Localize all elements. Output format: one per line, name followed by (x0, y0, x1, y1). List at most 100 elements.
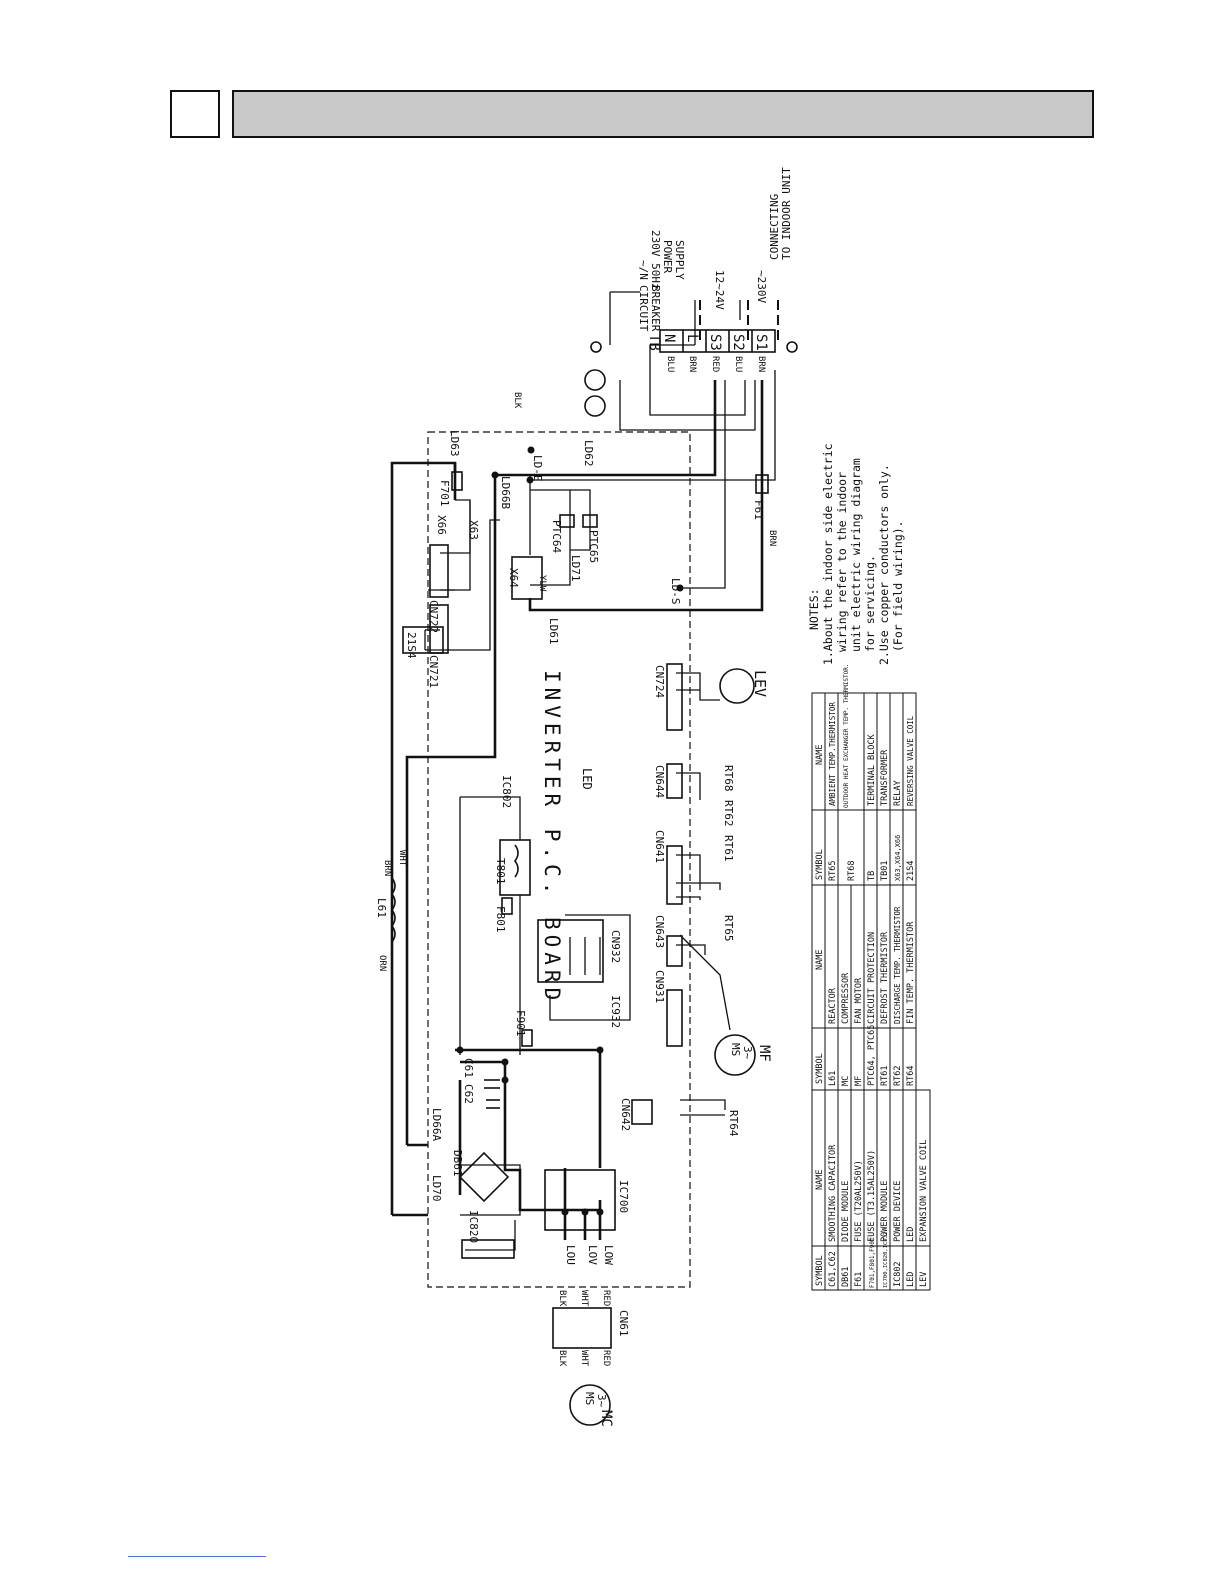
ref-lde: LD-E (531, 455, 544, 482)
compressor-motor (569, 1384, 611, 1426)
ref-c62: C62 (462, 1084, 475, 1104)
section-title-bar (232, 90, 1094, 138)
component-labels: LD63 LD62 LD66B LD-E F701 F61 X66 X63 X6… (375, 430, 772, 1427)
footer-link-underline (128, 1556, 266, 1557)
power-supply-labels: ~/N 230V 50Hz POWER SUPPLY CIRCUIT BREAK… (637, 167, 793, 332)
f801-fuse (501, 897, 513, 915)
ref-lds: LD-S (669, 578, 682, 605)
wire-blk-2: BLK (557, 1350, 567, 1367)
ref-ms3-comp: 3~ (595, 1394, 608, 1408)
ref-ld71: LD71 (569, 555, 582, 582)
cn643-connector (666, 935, 683, 967)
lt-sym-tb: TB (867, 871, 877, 881)
ref-ms-fan: MS (729, 1043, 742, 1056)
db61-bridge (458, 1151, 510, 1203)
th-symbol-2: SYMBOL (815, 1053, 825, 1084)
supply-line-1: ~/N (637, 260, 650, 280)
ref-lou: LOU (564, 1245, 577, 1265)
lt-name-ic700: POWER MODULE (880, 1181, 890, 1242)
ref-cn724: CN724 (653, 665, 666, 698)
ref-cn722: CN722 (427, 600, 440, 633)
ref-cn642: CN642 (619, 1098, 632, 1131)
terminal-n: N (661, 334, 677, 342)
lt-sym-rt68: RT68 (847, 861, 857, 881)
lt-name-ptc: CIRCUIT PROTECTION (867, 932, 877, 1024)
lt-name-l61: REACTOR (828, 987, 838, 1024)
ref-ms3-fan: 3~ (741, 1046, 754, 1060)
lt-name-relay: RELAY (893, 780, 903, 806)
ref-c61: C61 (462, 1058, 475, 1078)
ref-lev: LEV (751, 670, 769, 697)
ref-t801: T801 (494, 858, 507, 885)
reactor-coil (391, 877, 396, 943)
ic932-module (537, 919, 604, 983)
lt-sym-l61: L61 (828, 1071, 838, 1086)
ref-rt65: RT65 (722, 915, 735, 942)
lt-name-mc: COMPRESSOR (841, 972, 851, 1024)
lt-sym-rt64: RT64 (906, 1066, 916, 1086)
lt-name-tb01: TRANSFORMER (880, 749, 890, 806)
field-wiring (699, 300, 779, 340)
legend-table: SYMBOL NAME SYMBOL NAME SYMBOL NAME C61,… (811, 664, 931, 1291)
lt-sym-rt61: RT61 (880, 1066, 890, 1086)
ref-ic700: IC700 (617, 1180, 630, 1213)
ref-cn932: CN932 (609, 930, 622, 963)
ref-cn643: CN643 (653, 915, 666, 948)
ref-cn61: CN61 (617, 1310, 630, 1337)
ref-ld66b: LD66B (499, 476, 512, 509)
dc-voltage-label: 12~24V (713, 270, 726, 310)
breaker-line-1: CIRCUIT (637, 285, 650, 332)
lt-sym-lev: LEV (919, 1272, 929, 1287)
ref-mf: MF (756, 1045, 772, 1062)
ptc64 (559, 514, 575, 528)
lt-name-mf: FAN MOTOR (854, 977, 864, 1024)
lt-name-rt64: FIN TEMP. THERMISTOR (906, 921, 916, 1024)
ref-ic802: IC802 (500, 775, 513, 808)
lt-sym-relay: X63,X64,X66 (894, 835, 902, 881)
f901-fuse (521, 1029, 533, 1047)
cn642-connector (631, 1099, 653, 1125)
board-outline (427, 431, 691, 1288)
wire-wht-2: WHT (579, 1350, 589, 1367)
lt-sym-led: LED (906, 1272, 916, 1287)
notes-title: NOTES: (807, 588, 821, 630)
cn724-connector (666, 663, 683, 731)
ref-ld61: LD61 (547, 618, 560, 645)
lt-name-rt65: AMBIENT TEMP.THERMISTOR (828, 702, 837, 806)
ref-rt62: RT62 (722, 800, 735, 827)
ref-ptc65: PTC65 (587, 530, 600, 563)
th-symbol-1: SYMBOL (815, 1255, 825, 1286)
lt-sym-21s4: 21S4 (906, 861, 916, 881)
cn641-connector (666, 845, 683, 905)
ref-f801: F801 (494, 906, 507, 933)
ref-mc: MC (598, 1410, 614, 1427)
wire-blk-ground: BLK (512, 392, 522, 409)
lt-sym-ic802: IC802 (893, 1261, 903, 1287)
ref-l61: L61 (375, 898, 388, 918)
th-name-1: NAME (815, 1170, 825, 1190)
board-title: INVERTER P.C. BOARD (540, 670, 564, 1005)
ref-lov: LOV (586, 1245, 599, 1265)
notes-line-6: (For field wiring). (891, 520, 905, 652)
ref-low: LOW (602, 1245, 615, 1265)
ref-x64: X64 (507, 568, 520, 588)
wire-red-1: RED (601, 1290, 611, 1306)
ac-voltage-label: ~230V (755, 270, 768, 303)
lt-name-tb: TERMINAL BLOCK (867, 733, 877, 806)
indoor-line-2: CONNECTING (768, 194, 781, 260)
notes-line-5: 2.Use copper conductors only. (877, 464, 891, 665)
notes-block: NOTES: 1.About the indoor side electric … (807, 443, 905, 665)
ref-ptc64: PTC64 (550, 520, 563, 553)
ref-f701: F701 (438, 480, 451, 507)
section-number-box (170, 90, 220, 138)
indoor-line-1: TO INDOOR UNIT (780, 167, 793, 260)
ptc65 (582, 514, 598, 528)
x64-relay (511, 556, 543, 600)
terminal-block (659, 329, 776, 353)
wire-blk-1: BLK (557, 1290, 567, 1307)
ref-ic820: IC820 (467, 1210, 480, 1243)
lt-sym-mf: MF (854, 1076, 864, 1086)
supply-line-3: POWER (661, 240, 674, 273)
ref-21s4: 21S4 (405, 632, 418, 659)
